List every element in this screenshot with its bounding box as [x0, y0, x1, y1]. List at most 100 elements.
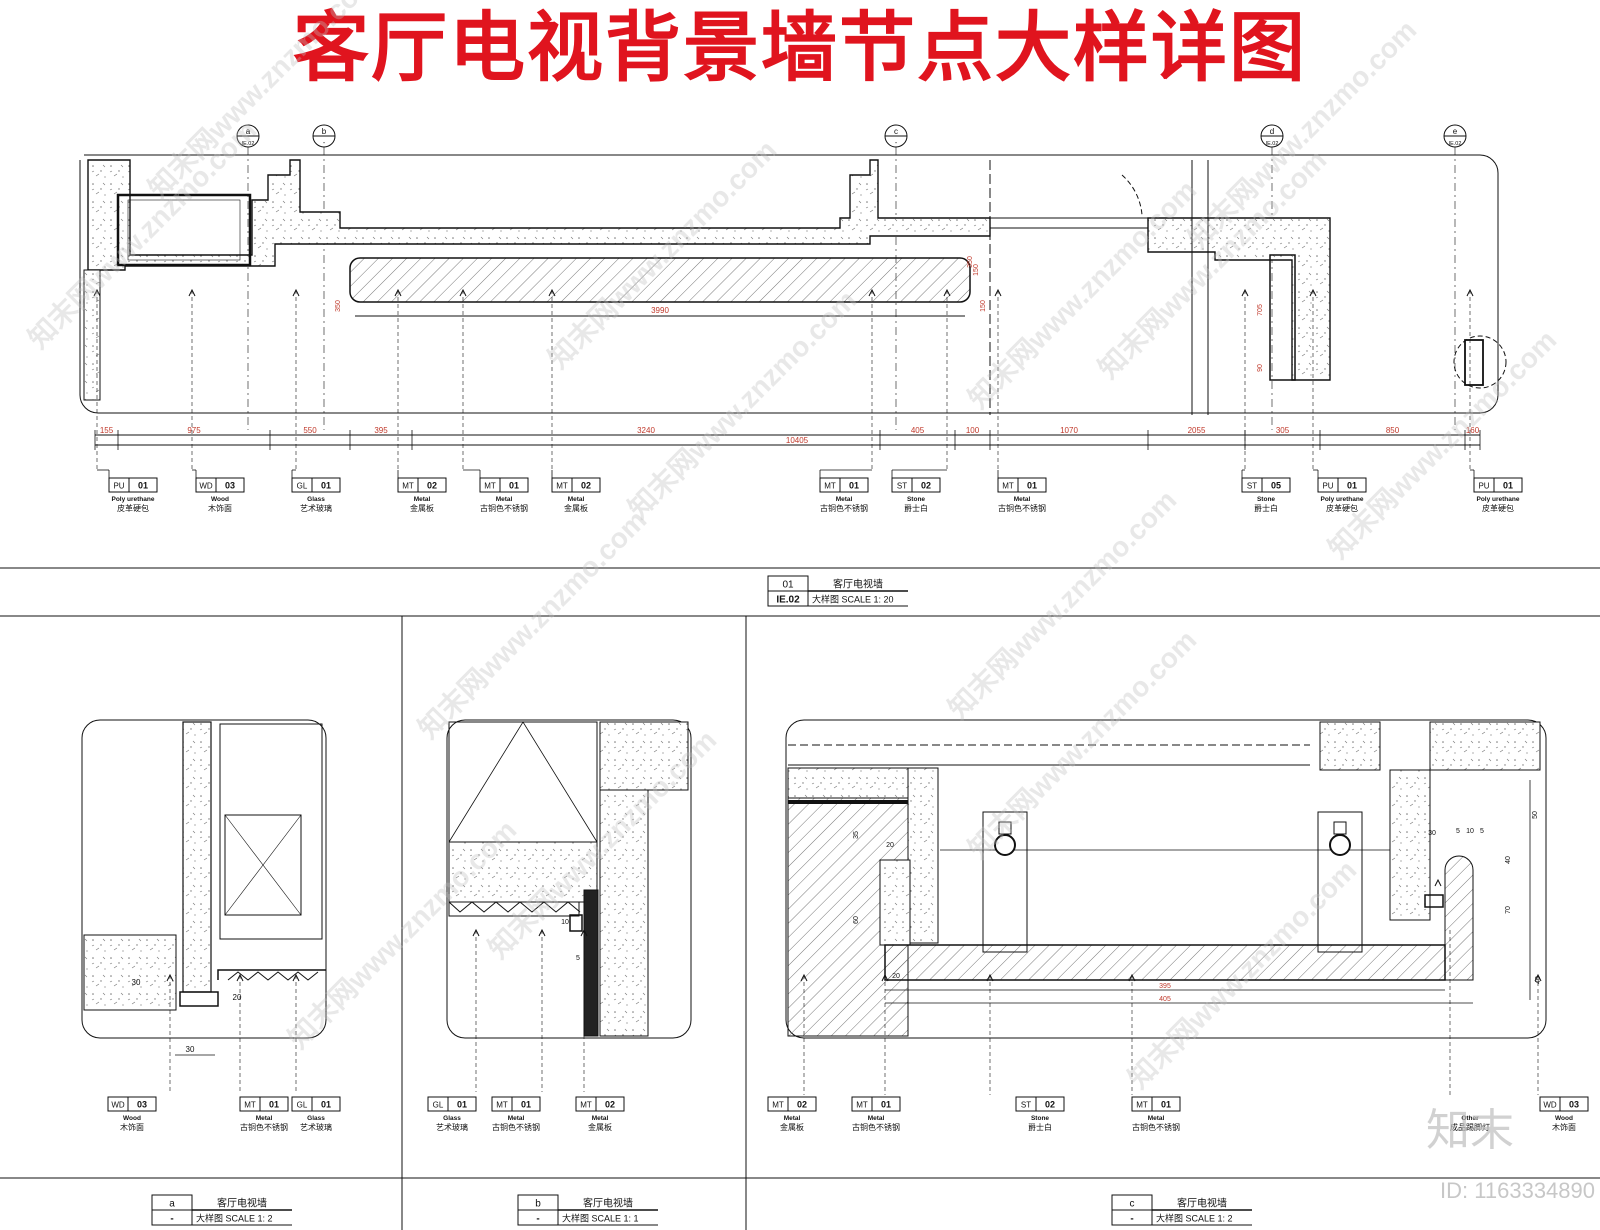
material-en: Metal: [592, 1115, 609, 1122]
detail-a-opening: [224, 814, 302, 916]
material-code: MT: [1136, 1101, 1148, 1110]
material-code: MT: [556, 482, 568, 491]
material-tag-box: [239, 1096, 289, 1112]
material-tag-box: [1317, 477, 1367, 493]
leader-arrow: [1466, 288, 1474, 297]
dimension-text: 3240: [637, 426, 655, 435]
detail-b-glass: [448, 901, 580, 917]
detail-c-led-light: [1424, 894, 1444, 908]
material-tag-box: [1241, 477, 1291, 493]
material-code: MT: [580, 1101, 592, 1110]
section-marker: eIE.02: [1443, 124, 1467, 148]
dimension-text: 40: [1535, 976, 1542, 984]
dimension-text: 20: [892, 973, 900, 980]
material-number: 02: [427, 481, 437, 491]
leader-arrow: [986, 973, 994, 982]
material-tag-box: [479, 477, 529, 493]
section-marker-letter: b: [322, 127, 327, 136]
view-label-scale: 大样图 SCALE 1: 2: [196, 1213, 273, 1224]
material-tag-box: [1539, 1096, 1589, 1112]
detail-c-stone-slab: [884, 944, 1446, 981]
leader-arrow: [1309, 288, 1317, 297]
material-code: MT: [824, 482, 836, 491]
material-cn: 古铜色不锈钢: [492, 1122, 540, 1132]
skirting-detail: [1464, 339, 1484, 386]
dimension-text: 850: [1386, 426, 1400, 435]
material-code: MT: [484, 482, 496, 491]
dimension-text: 5: [1456, 828, 1460, 835]
view-label-title: 客厅电视墙: [583, 1197, 633, 1210]
dimension-text-vertical: 350: [335, 300, 342, 312]
material-cn: 爵士白: [1254, 503, 1278, 513]
material-en: Metal: [1014, 496, 1031, 503]
dimension-text: 395: [1159, 983, 1171, 990]
detail-c-right-top: [1429, 721, 1541, 771]
detail-callout-circle: [1453, 335, 1507, 389]
material-cn: 古铜色不锈钢: [1132, 1122, 1180, 1132]
detail-c-right-stud: [1389, 769, 1431, 921]
material-number: 02: [797, 1100, 807, 1110]
dimension-text: 30: [132, 978, 141, 987]
leader-arrow: [236, 973, 244, 982]
view-label-title: 客厅电视墙: [217, 1197, 267, 1210]
material-en: Wood: [123, 1115, 141, 1122]
material-number: 03: [1569, 1100, 1579, 1110]
detail-a-glass-edge: [227, 971, 319, 981]
wood-cabinet-inner: [127, 199, 241, 261]
section-marker-letter: a: [246, 127, 251, 136]
section-marker: dIE.02: [1260, 124, 1284, 148]
material-cn: 古铜色不锈钢: [852, 1122, 900, 1132]
window-frame: [989, 217, 1149, 229]
section-marker-ref: IE.02: [1266, 141, 1279, 147]
leader-arrow: [548, 288, 556, 297]
material-en: Poly urethane: [1321, 496, 1364, 503]
material-en: Metal: [496, 496, 513, 503]
material-code: WD: [111, 1101, 125, 1110]
material-cn: 古铜色不锈钢: [480, 503, 528, 513]
material-en: Metal: [256, 1115, 273, 1122]
wall-section-left: [87, 159, 991, 271]
dimension-text: 5: [576, 955, 580, 962]
wall-section-right: [1147, 217, 1331, 381]
dimension-text: 405: [911, 426, 925, 435]
section-marker: aIE.02: [236, 124, 260, 148]
material-code: WD: [1543, 1101, 1557, 1110]
dimension-text: 20: [886, 842, 894, 849]
material-en: Metal: [1148, 1115, 1165, 1122]
watermark-logo: 知末: [1426, 1106, 1514, 1155]
material-cn: 金属板: [588, 1122, 612, 1132]
leader-arrow: [943, 288, 951, 297]
material-number: 01: [1027, 481, 1037, 491]
material-tag-box: [1131, 1096, 1181, 1112]
dimension-text: 305: [1276, 426, 1290, 435]
section-marker-ref: IE.02: [242, 141, 255, 147]
material-en: Wood: [211, 496, 229, 503]
leader-arrow: [538, 928, 546, 937]
material-number: 01: [849, 481, 859, 491]
material-number: 02: [605, 1100, 615, 1110]
dimension-text: 550: [303, 426, 317, 435]
view-label-ref: -: [170, 1214, 173, 1225]
leader-arrow: [166, 973, 174, 982]
view-label-scale: 大样图 SCALE 1: 20: [812, 594, 894, 605]
material-en: Stone: [1257, 496, 1275, 503]
material-tag-box: [397, 477, 447, 493]
detail-b-slab: [448, 841, 598, 903]
detail-c-bolt-slot: [998, 821, 1012, 835]
material-number: 02: [1045, 1100, 1055, 1110]
view-label-number: b: [535, 1199, 541, 1210]
dimension-text: 30: [1428, 830, 1436, 837]
detail-c-left-top: [787, 767, 909, 799]
dimension-text: 5: [1480, 828, 1484, 835]
material-number: 05: [1271, 481, 1281, 491]
dimension-text: 30: [186, 1045, 195, 1054]
material-tag-box: [1473, 477, 1523, 493]
material-en: Glass: [307, 496, 325, 503]
material-tag-box: [851, 1096, 901, 1112]
material-en: Stone: [1031, 1115, 1049, 1122]
dimension-text: 405: [1159, 996, 1171, 1003]
